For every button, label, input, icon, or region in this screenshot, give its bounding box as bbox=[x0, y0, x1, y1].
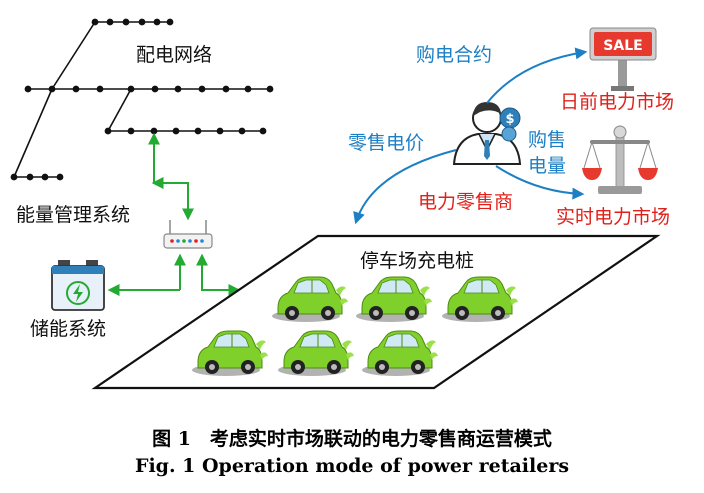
balance-scale-icon bbox=[582, 125, 658, 194]
label-parking-lot-charging-piles: 停车场充电桩 bbox=[360, 250, 475, 272]
label-distribution-network: 配电网络 bbox=[136, 44, 213, 66]
sale-sign-text: SALE bbox=[603, 38, 642, 54]
label-real-time-market: 实时电力市场 bbox=[556, 206, 671, 228]
label-electricity-retailer: 电力零售商 bbox=[418, 191, 514, 213]
label-purchase-contract: 购电合约 bbox=[416, 44, 493, 66]
label-energy-storage-system: 储能系统 bbox=[30, 318, 107, 340]
blue-arrows bbox=[353, 47, 588, 225]
svg-text:$: $ bbox=[505, 112, 514, 127]
electric-car-icon bbox=[191, 276, 519, 377]
network-nodes bbox=[10, 18, 274, 181]
parking-lot-outline bbox=[91, 234, 661, 390]
label-energy-management-system: 能量管理系统 bbox=[16, 204, 131, 226]
sale-sign-icon: SALE bbox=[589, 27, 657, 91]
businessman-icon: $ bbox=[452, 102, 522, 165]
label-day-ahead-market: 日前电力市场 bbox=[560, 91, 675, 113]
router-icon bbox=[163, 220, 213, 249]
distribution-network bbox=[10, 18, 274, 181]
figure-caption-chinese: 图 1 考虑实时市场联动的电力零售商运营模式 bbox=[152, 428, 552, 450]
battery-icon bbox=[51, 260, 105, 311]
figure-caption-english: Fig. 1 Operation mode of power retailers bbox=[134, 455, 570, 477]
label-retail-price: 零售电价 bbox=[348, 132, 425, 154]
green-connections bbox=[107, 132, 241, 296]
label-purchase-quantity-line2: 电量 bbox=[528, 155, 567, 177]
label-purchase-quantity-line1: 购售 bbox=[528, 129, 567, 151]
